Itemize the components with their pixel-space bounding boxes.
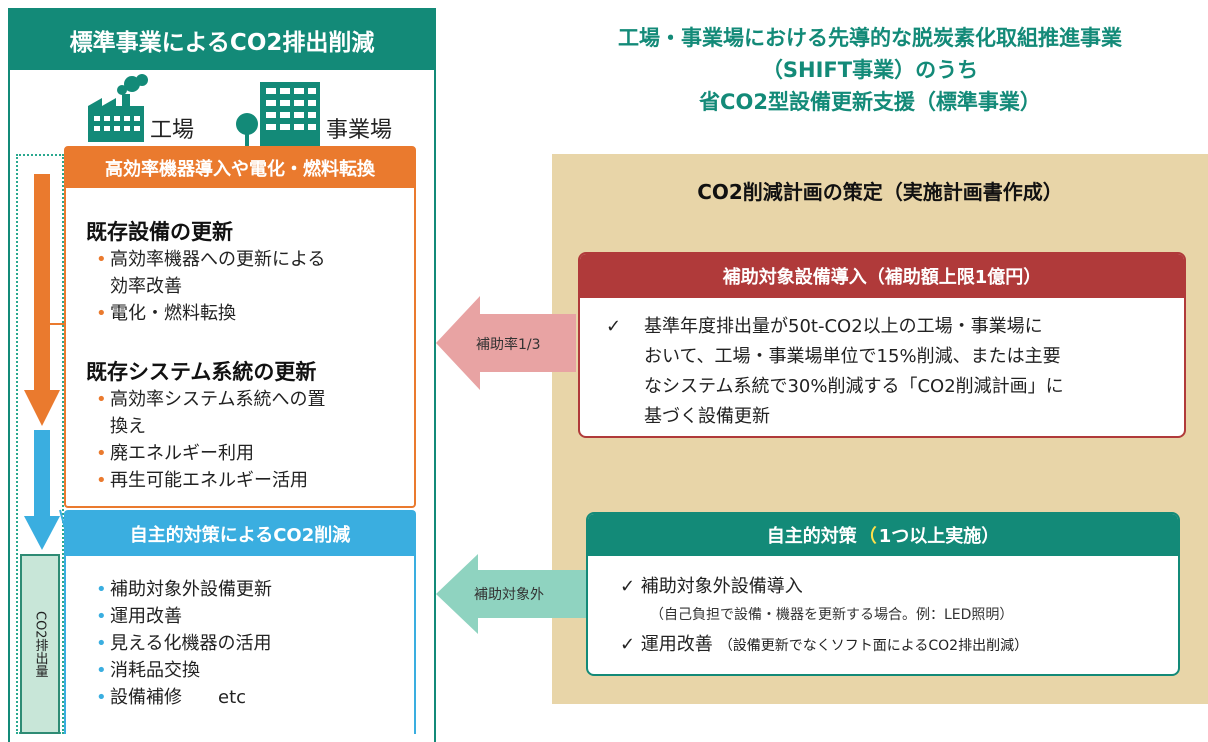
left-panel-header: 標準事業によるCO2排出削減 <box>10 10 434 70</box>
non-target-equipment-item: ✓ 補助対象外設備導入 <box>620 576 803 597</box>
body-line: 基づく設備更新 <box>644 406 770 427</box>
list-item: 消耗品交換 <box>96 657 272 684</box>
plan-title: CO2削減計画の策定（実施計画書作成） <box>697 180 1063 204</box>
subsidy-target-body: ✓ 基準年度排出量が50t-CO2以上の工場・事業場に おいて、工場・事業場単位… <box>606 312 1168 432</box>
list-item: 見える化機器の活用 <box>96 630 272 657</box>
list-item: 運用改善 <box>96 603 272 630</box>
office-building-icon <box>260 82 320 146</box>
orange-down-arrow <box>24 174 60 426</box>
list-item: 設備補修 etc <box>96 684 272 711</box>
list-item: 効率改善 <box>110 276 182 297</box>
list-item: 高効率機器への更新による <box>96 246 325 273</box>
office-label: 事業場 <box>326 118 393 143</box>
list-item: 電化・燃料転換 <box>96 300 325 327</box>
subsidy-rate-arrow <box>436 296 576 390</box>
operation-improvement-item: ✓ 運用改善 （設備更新でなくソフト面によるCO2排出削減） <box>620 630 1028 656</box>
orange-box-equipment-update: 高効率機器導入や電化・燃料転換 既存設備の更新 高効率機器への更新による 効率改… <box>64 146 416 508</box>
page-title: 工場・事業場における先導的な脱炭素化取組推進事業 （SHIFT事業）のうち 省C… <box>540 22 1200 118</box>
voluntary-measures-box: 自主的対策 （ 1つ以上実施） ✓ 補助対象外設備導入 （自己負担で設備・機器を… <box>586 512 1180 676</box>
existing-equipment-title: 既存設備の更新 <box>86 220 233 244</box>
subsidy-rate-label: 補助率1/3 <box>476 337 541 353</box>
list-item: 再生可能エネルギー活用 <box>96 467 325 494</box>
item-note: （設備更新でなくソフト面によるCO2排出削減） <box>718 638 1029 654</box>
subsidy-target-box: 補助対象設備導入（補助額上限1億円） ✓ 基準年度排出量が50t-CO2以上の工… <box>578 252 1186 438</box>
title-line: 省CO2型設備更新支援（標準事業） <box>699 90 1041 114</box>
existing-system-title: 既存システム系統の更新 <box>86 360 317 384</box>
list-item: 高効率システム系統への置 <box>96 386 325 413</box>
header-text: 1つ以上実施） <box>878 526 1000 547</box>
existing-system-list: 高効率システム系統への置 換え 廃エネルギー利用 再生可能エネルギー活用 <box>96 386 325 494</box>
orange-box-header: 高効率機器導入や電化・燃料転換 <box>66 148 414 188</box>
check-icon: ✓ <box>606 316 622 337</box>
left-panel: 標準事業によるCO2排出削減 <box>8 8 436 742</box>
co2-emission-bar: CO2排出量 <box>20 554 60 734</box>
title-line: （SHIFT事業）のうち <box>761 58 979 82</box>
factory-label: 工場 <box>150 118 195 143</box>
blue-down-arrow <box>24 430 60 550</box>
existing-equipment-list: 高効率機器への更新による 効率改善 電化・燃料転換 <box>96 246 325 327</box>
list-item: 補助対象外設備更新 <box>96 576 272 603</box>
list-item: 廃エネルギー利用 <box>96 440 325 467</box>
body-line: なシステム系統で30%削減する「CO2削減計画」に <box>644 376 1064 397</box>
voluntary-measures-list: 補助対象外設備更新 運用改善 見える化機器の活用 消耗品交換 設備補修 etc <box>96 576 272 711</box>
body-line: 基準年度排出量が50t-CO2以上の工場・事業場に <box>644 316 1043 337</box>
factory-icon <box>88 74 148 142</box>
not-covered-arrow <box>436 554 586 634</box>
body-line: おいて、工場・事業場単位で15%削減、または主要 <box>644 346 1061 367</box>
item-main: ✓ 運用改善 <box>620 634 713 655</box>
not-covered-label: 補助対象外 <box>474 587 544 603</box>
non-target-equipment-note: （自己負担で設備・機器を更新する場合。例：LED照明） <box>650 607 1014 623</box>
subsidy-target-header: 補助対象設備導入（補助額上限1億円） <box>580 254 1184 298</box>
header-highlight: （ <box>858 526 877 547</box>
header-text: 自主的対策 <box>766 526 857 547</box>
voluntary-measures-header: 自主的対策 （ 1つ以上実施） <box>588 514 1178 556</box>
list-item: 換え <box>110 416 146 437</box>
blue-box-header: 自主的対策によるCO2削減 <box>66 512 414 556</box>
tree-icon <box>236 113 258 146</box>
blue-box-voluntary-measures: 自主的対策によるCO2削減 補助対象外設備更新 運用改善 見える化機器の活用 消… <box>64 510 416 734</box>
co2-emission-label: CO2排出量 <box>32 610 48 678</box>
title-line: 工場・事業場における先導的な脱炭素化取組推進事業 <box>618 26 1122 50</box>
